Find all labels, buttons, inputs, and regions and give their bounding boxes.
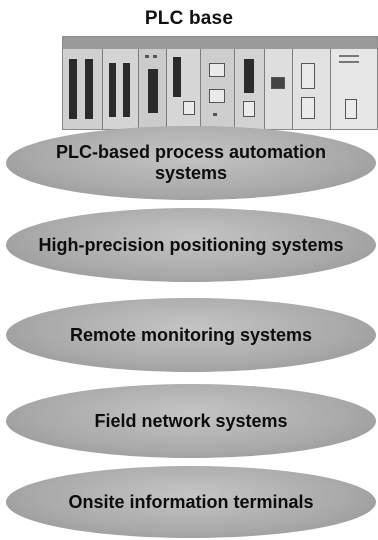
plc-module <box>167 49 201 129</box>
layer-positioning: High-precision positioning systems <box>6 208 376 282</box>
layer-label: High-precision positioning systems <box>38 234 344 255</box>
plc-module <box>139 49 167 129</box>
layer-label: Field network systems <box>94 410 288 431</box>
plc-module <box>293 49 331 129</box>
plc-module <box>265 49 293 129</box>
plc-module <box>331 49 377 129</box>
layer-label: Remote monitoring systems <box>69 324 313 345</box>
diagram-title: PLC base <box>144 8 234 29</box>
layer-label: Onsite information terminals <box>68 491 314 512</box>
layer-remote-monitoring: Remote monitoring systems <box>6 298 376 372</box>
plc-module <box>235 49 265 129</box>
layer-label: PLC-based process automation systems <box>55 142 327 183</box>
plc-module <box>103 49 139 129</box>
layer-field-network: Field network systems <box>6 384 376 458</box>
plc-module <box>63 49 103 129</box>
plc-module <box>201 49 235 129</box>
layer-process-automation: PLC-based process automation systems <box>6 126 376 200</box>
layer-onsite-terminals: Onsite information terminals <box>6 466 376 538</box>
plc-hardware-image <box>62 36 378 130</box>
